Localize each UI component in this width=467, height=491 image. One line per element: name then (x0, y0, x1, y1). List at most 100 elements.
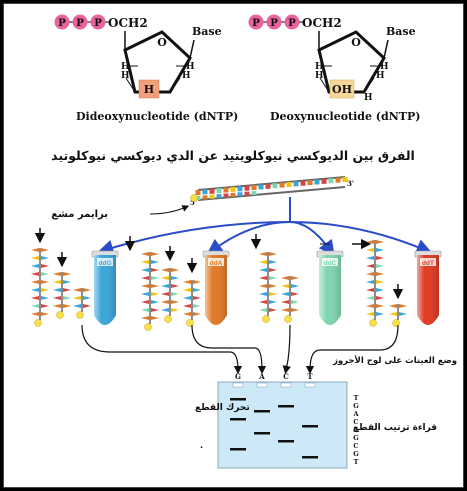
radio-label-dot (392, 319, 400, 327)
fragment-base (151, 316, 159, 320)
fragment-base (281, 276, 289, 280)
fragment-base (269, 300, 277, 304)
phosphate-label: P (288, 18, 296, 29)
sequence-letter: C (353, 442, 358, 450)
radio-label-dot (56, 311, 64, 319)
template-base (244, 185, 250, 191)
fragment-base (63, 272, 71, 276)
lane-label: A (258, 372, 265, 381)
oh-highlight-box (329, 79, 355, 99)
fragment-base (41, 264, 49, 268)
fragment-base (259, 260, 267, 264)
och2-label: OCH2 (302, 16, 342, 30)
h-atom: H (376, 71, 385, 81)
phosphate-circle (284, 14, 300, 30)
fragment-base (259, 268, 267, 272)
svg-text:O: O (157, 36, 167, 49)
h-atom: H (315, 71, 324, 81)
radio-label-dot (76, 311, 84, 319)
loading-line (282, 324, 291, 375)
template-base (230, 186, 236, 192)
fragment-base (41, 312, 49, 316)
base-label: Base (192, 25, 222, 38)
fragment-base (53, 288, 61, 292)
fragment-base (151, 252, 159, 256)
gel-band (254, 432, 270, 435)
phosphate-label: P (58, 18, 66, 29)
fragment-base (53, 304, 61, 308)
fragment-base (389, 304, 397, 308)
fragment-base (41, 248, 49, 252)
template-base (251, 185, 257, 191)
fragment-base (31, 296, 39, 300)
template-base (286, 181, 292, 187)
fragment-base (73, 288, 81, 292)
template-base (279, 182, 285, 188)
fragment-base (41, 280, 49, 284)
primer-base (223, 193, 229, 198)
tube-ddt: ddT (414, 250, 442, 325)
fragment-base (31, 256, 39, 260)
dot-mark: . (200, 441, 203, 451)
fragment-base (291, 284, 299, 288)
h-atom: H (380, 62, 389, 72)
fragment-base (41, 288, 49, 292)
fragment-base (193, 296, 201, 300)
radio-label-dot (369, 319, 377, 327)
sequence-letter: G (353, 402, 359, 410)
fragment-base (53, 272, 61, 276)
fragment-base (193, 304, 201, 308)
fragment-base (366, 256, 374, 260)
fragment-base (83, 304, 91, 308)
radio-label-dot (190, 194, 198, 202)
fragment-base (281, 300, 289, 304)
sequence-letter: T (354, 458, 359, 466)
tube-label: ddA (210, 260, 223, 267)
tube-dda: ddA (202, 250, 230, 325)
fragment-base (73, 304, 81, 308)
och2-label: OCH2 (108, 16, 148, 30)
fragment-base (193, 288, 201, 292)
fragment-base (376, 264, 384, 268)
phosphate-label: P (252, 18, 260, 29)
agarose-gel (217, 381, 348, 469)
fragment-base (41, 256, 49, 260)
fragment-base (41, 272, 49, 276)
fragment-base (141, 268, 149, 272)
fragment-base (269, 252, 277, 256)
template-base (272, 183, 278, 189)
loading-line (191, 324, 267, 375)
template-base (216, 188, 222, 194)
svg-text:O: O (351, 36, 361, 49)
fragment-base (291, 300, 299, 304)
deoxy-caption: Deoxynucleotide (dNTP) (270, 110, 420, 123)
tube-label-box (97, 258, 113, 266)
fragment-base (63, 280, 71, 284)
radio-label-dot (284, 315, 292, 323)
fragment-base (161, 268, 169, 272)
fragment-base (183, 312, 191, 316)
phosphate-label: P (270, 18, 278, 29)
phosphate-circle (90, 14, 106, 30)
fragment-base (366, 240, 374, 244)
fragment-base (269, 284, 277, 288)
tube-label: ddC (324, 260, 337, 267)
fragment-base (259, 276, 267, 280)
tube-ddg: ddG (91, 250, 119, 325)
fragment-base (161, 308, 169, 312)
primer-base (216, 194, 222, 199)
fragment-base (269, 276, 277, 280)
template-base (328, 178, 334, 184)
phosphate-circle (72, 14, 88, 30)
fragment-base (399, 304, 407, 308)
fragment-base (31, 288, 39, 292)
lane-label: T (307, 372, 313, 381)
fragment-base (291, 308, 299, 312)
gel-well (304, 382, 316, 388)
primer-base (195, 196, 201, 200)
template-base (335, 177, 341, 183)
fragment-base (171, 300, 179, 304)
fragment-base (376, 256, 384, 260)
primer-pointer (149, 205, 190, 215)
